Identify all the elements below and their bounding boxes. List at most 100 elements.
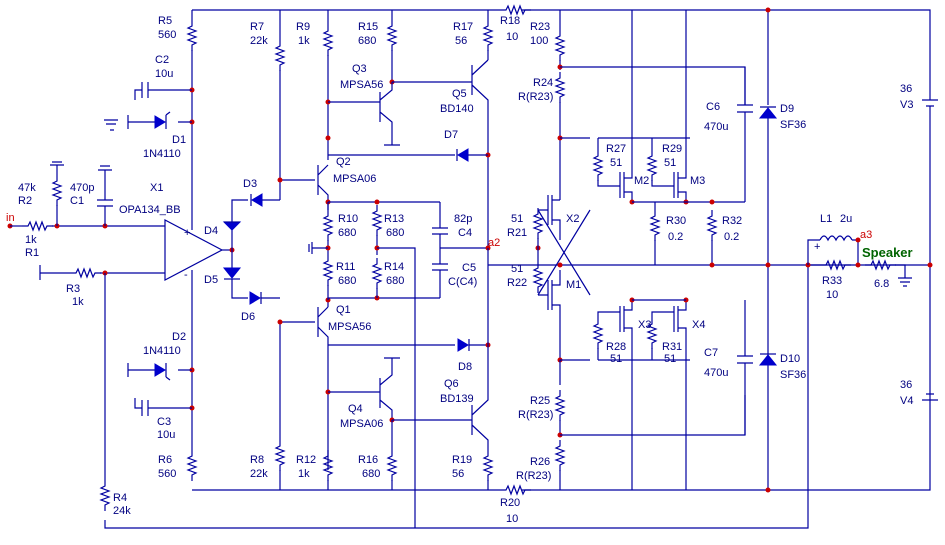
label-c3v: 10u	[157, 429, 175, 441]
label-x1v: OPA134_BB	[119, 204, 181, 216]
bottom-rail	[192, 400, 931, 491]
label-v4: V4	[900, 395, 913, 407]
label-c2v: 10u	[155, 68, 173, 80]
label-r10: R10	[338, 213, 358, 225]
label-r9: R9	[296, 21, 310, 33]
label-r2: R2	[18, 195, 32, 207]
label-r14: R14	[384, 261, 404, 273]
label-d9: D9	[780, 103, 794, 115]
label-c5: C5	[462, 262, 476, 274]
label-r27: R27	[606, 143, 626, 155]
label-v3: V3	[900, 99, 913, 111]
label-r18: R18	[500, 15, 520, 27]
label-v4v: 36	[900, 379, 912, 391]
label-r12v: 1k	[298, 468, 310, 480]
label-r23: R23	[530, 21, 550, 33]
bias-section	[222, 10, 315, 490]
label-d8: D8	[458, 361, 472, 373]
label-m1: M1	[566, 279, 581, 291]
label-c3: C3	[157, 416, 171, 428]
output-stage	[488, 7, 930, 493]
label-r11: R11	[336, 261, 355, 273]
label-r5v: 560	[158, 29, 176, 41]
label-in: in	[6, 212, 15, 224]
label-c7v: 470u	[704, 367, 728, 379]
label-c4: C4	[458, 227, 472, 239]
label-r33v: 10	[826, 289, 838, 301]
label-q6v: BD139	[440, 393, 474, 405]
label-c7: C7	[704, 347, 718, 359]
label-r29: R29	[662, 143, 682, 155]
label-r13: R13	[384, 213, 404, 225]
label-d3: D3	[243, 178, 257, 190]
label-v3v: 36	[900, 83, 912, 95]
label-r29v: 51	[664, 157, 676, 169]
label-d2v: 1N4110	[143, 345, 181, 357]
label-r4: R4	[113, 492, 127, 504]
label-q4: Q4	[348, 403, 363, 415]
label-q5v: BD140	[440, 103, 474, 115]
label-r23v: 100	[530, 35, 548, 47]
label-q2v: MPSA06	[333, 173, 376, 185]
label-r26: R26	[530, 456, 550, 468]
label-r4v: 24k	[113, 505, 131, 517]
label-r6v: 560	[158, 468, 176, 480]
label-r7v: 22k	[250, 35, 268, 47]
label-c4v: 82p	[454, 213, 472, 225]
label-c1v: 470p	[70, 182, 94, 194]
label-x3: X3	[638, 319, 651, 331]
label-c6: C6	[706, 101, 720, 113]
label-d1: D1	[172, 134, 186, 146]
label-r28v: 51	[610, 353, 622, 365]
label-a2: a2	[488, 237, 500, 249]
vas-transistors	[308, 10, 488, 528]
label-r24: R24	[533, 77, 553, 89]
label-c1: C1	[70, 195, 84, 207]
label-r17v: 56	[455, 35, 467, 47]
label-r28: R28	[606, 341, 626, 353]
label-r18v: 10	[506, 31, 518, 43]
label-q1v: MPSA56	[328, 321, 371, 333]
label-c2: C2	[155, 54, 169, 66]
label-d10v: SF36	[780, 369, 806, 381]
label-r26v: R(R23)	[516, 470, 551, 482]
label-d9v: SF36	[780, 119, 806, 131]
label-d1v: 1N4110	[143, 148, 181, 160]
label-r19v: 56	[452, 468, 464, 480]
label-opamp-plus: +	[184, 227, 190, 239]
label-r27v: 51	[610, 157, 622, 169]
label-r1v: 1k	[25, 234, 37, 246]
label-r9v: 1k	[298, 35, 310, 47]
output-driver	[328, 5, 532, 495]
label-r10v: 680	[338, 227, 356, 239]
label-l1-plus: +	[814, 241, 820, 253]
label-q3v: MPSA56	[340, 79, 383, 91]
label-x2: X2	[566, 213, 579, 225]
label-r19: R19	[452, 454, 472, 466]
label-r12: R12	[296, 454, 316, 466]
label-q5: Q5	[452, 88, 467, 100]
label-l1: L1	[820, 213, 832, 225]
output-filter	[805, 99, 938, 401]
label-q3: Q3	[352, 63, 367, 75]
label-r3v: 1k	[72, 296, 84, 308]
label-r31: R31	[662, 341, 682, 353]
label-r25v: R(R23)	[518, 409, 553, 421]
label-r16: R16	[358, 454, 378, 466]
label-opamp-minus: -	[184, 269, 188, 281]
label-r22v: 51	[511, 263, 523, 275]
label-r21: R21	[507, 227, 527, 239]
label-r20: R20	[500, 497, 520, 509]
label-d7: D7	[444, 129, 458, 141]
label-d10: D10	[780, 353, 800, 365]
label-r25: R25	[530, 395, 550, 407]
label-r8: R8	[250, 454, 264, 466]
label-r1: R1	[25, 247, 39, 259]
label-l1v: 2u	[840, 213, 852, 225]
label-r15v: 680	[358, 35, 376, 47]
label-r17: R17	[453, 21, 473, 33]
label-r14v: 680	[386, 275, 404, 287]
label-r21v: 51	[511, 213, 523, 225]
label-r15: R15	[358, 21, 378, 33]
